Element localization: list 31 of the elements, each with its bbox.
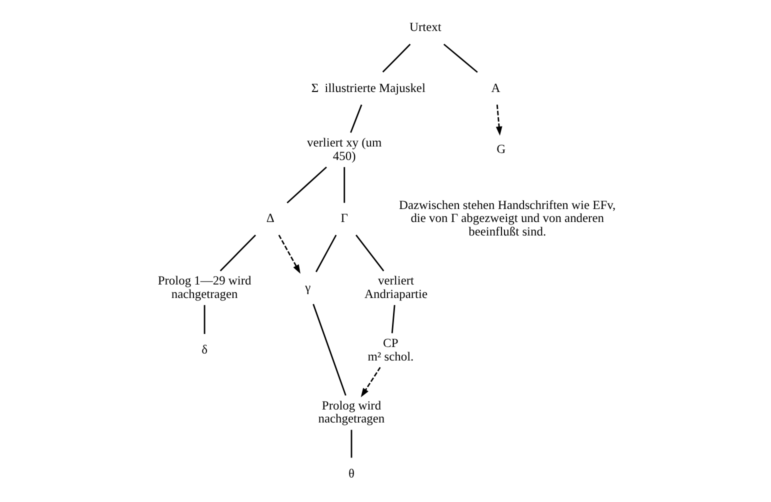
node-text: θ [348, 466, 354, 480]
arrow [360, 367, 380, 398]
label: Dazwischen stehen Handschriften wie EFv, die von Γ abgezweigt und von anderen beeinflußt sind. [398, 198, 616, 239]
node-text: Δ [266, 211, 274, 226]
node-text: verliert Andriapartie [364, 274, 427, 301]
node-text: δ [201, 342, 207, 357]
node-text: verliert xy (um 450) [306, 136, 382, 163]
node-text: Γ [340, 211, 348, 226]
connector [382, 44, 410, 73]
node-text: CP m² schol. [367, 336, 414, 364]
connector [343, 167, 345, 203]
node-text: G [496, 142, 506, 156]
arrow [278, 234, 300, 274]
node-text: Prolog 1—29 wird nachgetragen [157, 274, 251, 301]
connector [203, 305, 205, 334]
connector [312, 304, 346, 396]
connector [355, 234, 384, 272]
connector [314, 234, 336, 272]
connector [350, 104, 362, 133]
connector [286, 166, 326, 204]
connector [390, 305, 395, 334]
arrow [495, 104, 502, 136]
node-label: illustrierte Majuskel [324, 81, 425, 96]
node-text: Urtext [408, 20, 441, 34]
node-text: A [490, 80, 500, 95]
node-text: γ [304, 280, 310, 294]
connector [442, 44, 478, 73]
node-text: Prolog wird nachgetragen [318, 398, 384, 426]
connector [219, 234, 256, 272]
connector [350, 430, 352, 458]
node-text: Σ [310, 81, 318, 96]
